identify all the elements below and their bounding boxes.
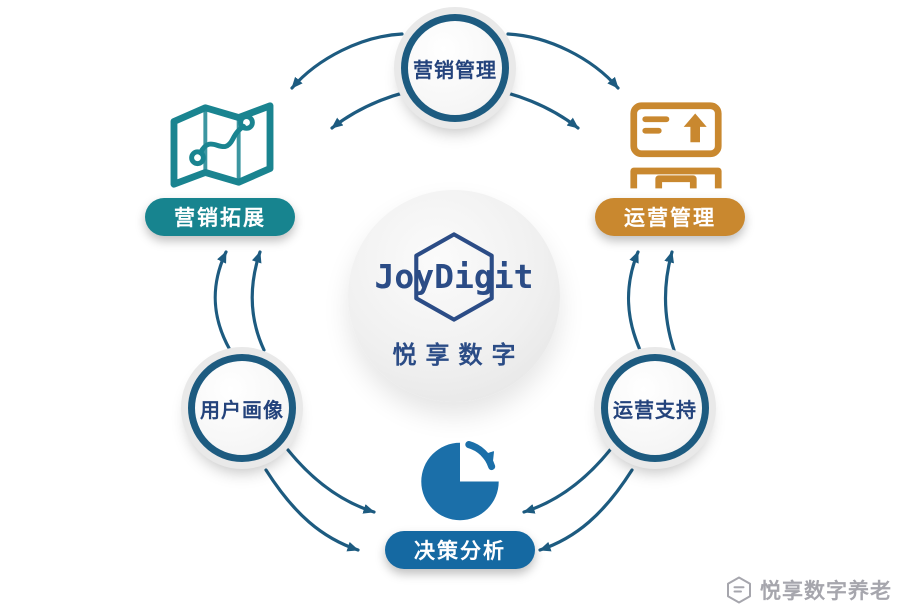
arrow-right-vertical-inner: [626, 250, 642, 352]
node-operations-support-label: 运营支持: [613, 397, 697, 422]
pill-decision-analysis: 决策分析: [385, 531, 535, 569]
pie-chart-refresh-icon: [416, 434, 504, 522]
map-route-icon: [168, 96, 276, 194]
brand-name-cn: 悦享数字: [392, 340, 525, 369]
node-user-profile: 用户画像: [188, 354, 296, 462]
arrow-bottom-left-lower: [264, 468, 360, 552]
node-user-profile-label: 用户画像: [200, 397, 284, 422]
device-counter-icon: [628, 100, 724, 196]
pill-marketing-expansion-label: 营销拓展: [174, 206, 266, 230]
brand-logo: JoyDigit: [348, 223, 560, 331]
watermark-text: 悦享数字养老: [760, 579, 892, 603]
brand-name: JoyDigit: [374, 257, 534, 296]
arrow-left-vertical-outer: [213, 250, 232, 352]
pill-operations-management: 运营管理: [595, 198, 745, 236]
pill-operations-management-label: 运营管理: [624, 206, 716, 230]
arrow-left-vertical-inner: [250, 250, 266, 352]
node-marketing-management: 营销管理: [401, 14, 509, 122]
hexagon-logo-icon: [414, 231, 494, 322]
pill-decision-analysis-label: 决策分析: [414, 539, 506, 563]
pill-marketing-expansion: 营销拓展: [145, 198, 295, 236]
arrow-top-left-outer: [290, 32, 404, 90]
node-marketing-management-label: 营销管理: [413, 57, 497, 82]
arrow-top-right-outer: [506, 32, 620, 90]
watermark-logo-icon: [727, 576, 751, 604]
arrow-right-vertical-outer: [663, 250, 676, 352]
node-operations-support: 运营支持: [601, 354, 709, 462]
arrow-bottom-right-lower: [538, 468, 634, 552]
center-brand-circle: JoyDigit 悦享数字: [348, 190, 560, 402]
watermark: 悦享数字养老: [725, 575, 892, 605]
arrow-bottom-right-upper: [522, 448, 612, 514]
arrow-bottom-left-upper: [286, 448, 376, 514]
